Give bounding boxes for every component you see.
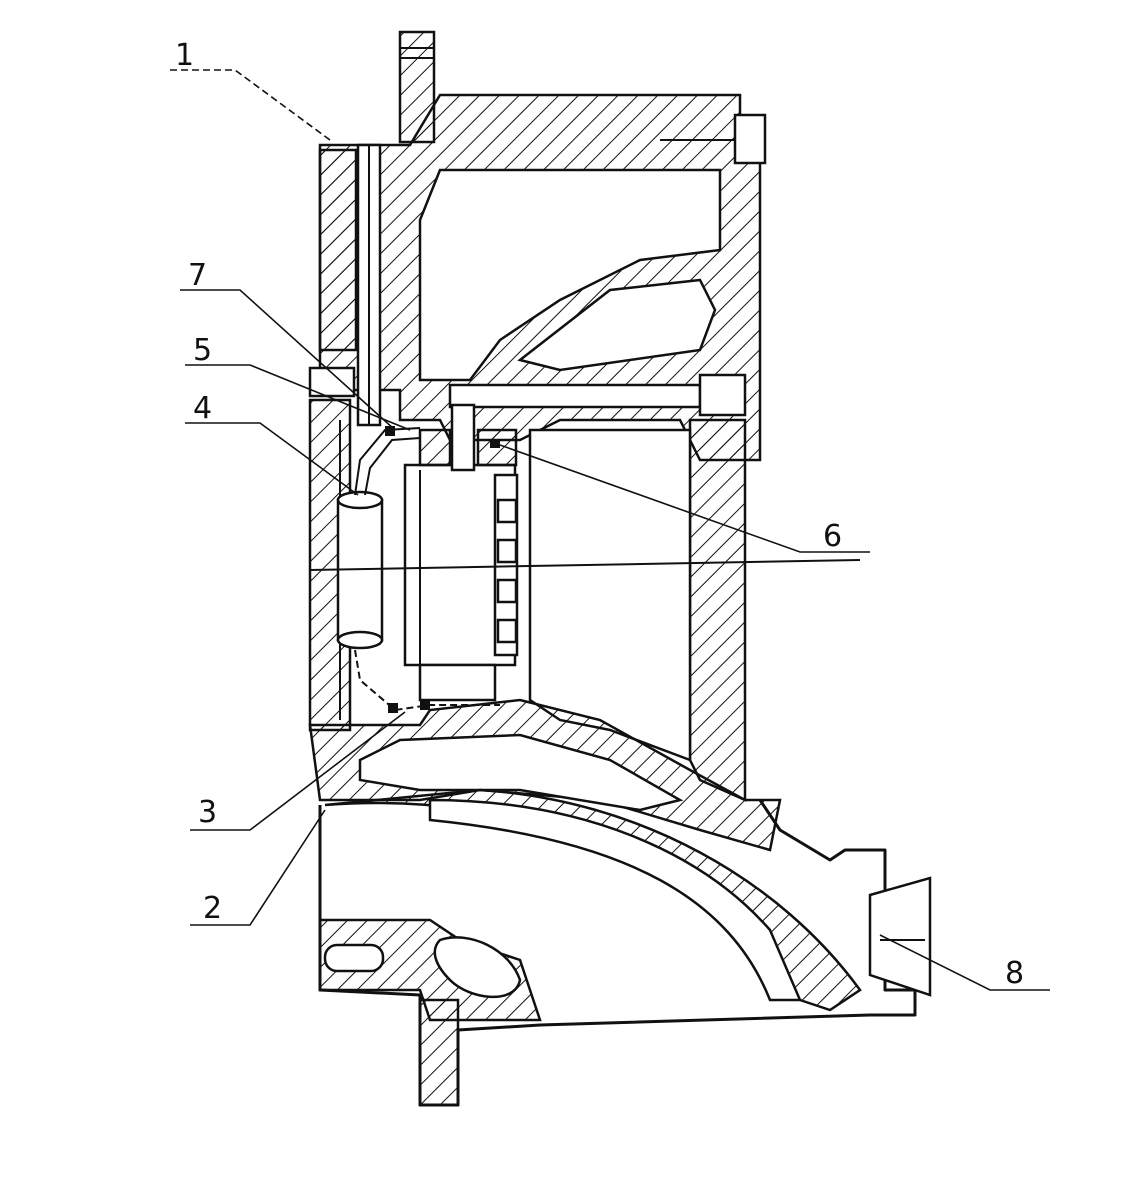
callout-6: 6 xyxy=(823,519,842,554)
vertical-channel xyxy=(318,143,382,427)
callout-4: 4 xyxy=(193,391,212,426)
callout-labels: 1 2 3 4 5 6 7 8 xyxy=(175,38,1024,991)
mid-body-right-wall xyxy=(528,418,747,802)
pump-assembly xyxy=(309,403,861,713)
callout-8: 8 xyxy=(1005,956,1024,991)
callout-7: 7 xyxy=(188,258,207,293)
callout-3: 3 xyxy=(198,795,217,830)
horizontal-bore xyxy=(308,366,747,417)
callout-5: 5 xyxy=(193,333,212,368)
leader-lines xyxy=(170,69,1050,991)
left-wall xyxy=(308,398,352,732)
top-flange-stub xyxy=(398,30,436,144)
upper-housing xyxy=(318,93,767,462)
lower-housing xyxy=(318,788,932,1107)
callout-1: 1 xyxy=(175,38,194,73)
callout-2: 2 xyxy=(203,891,222,926)
